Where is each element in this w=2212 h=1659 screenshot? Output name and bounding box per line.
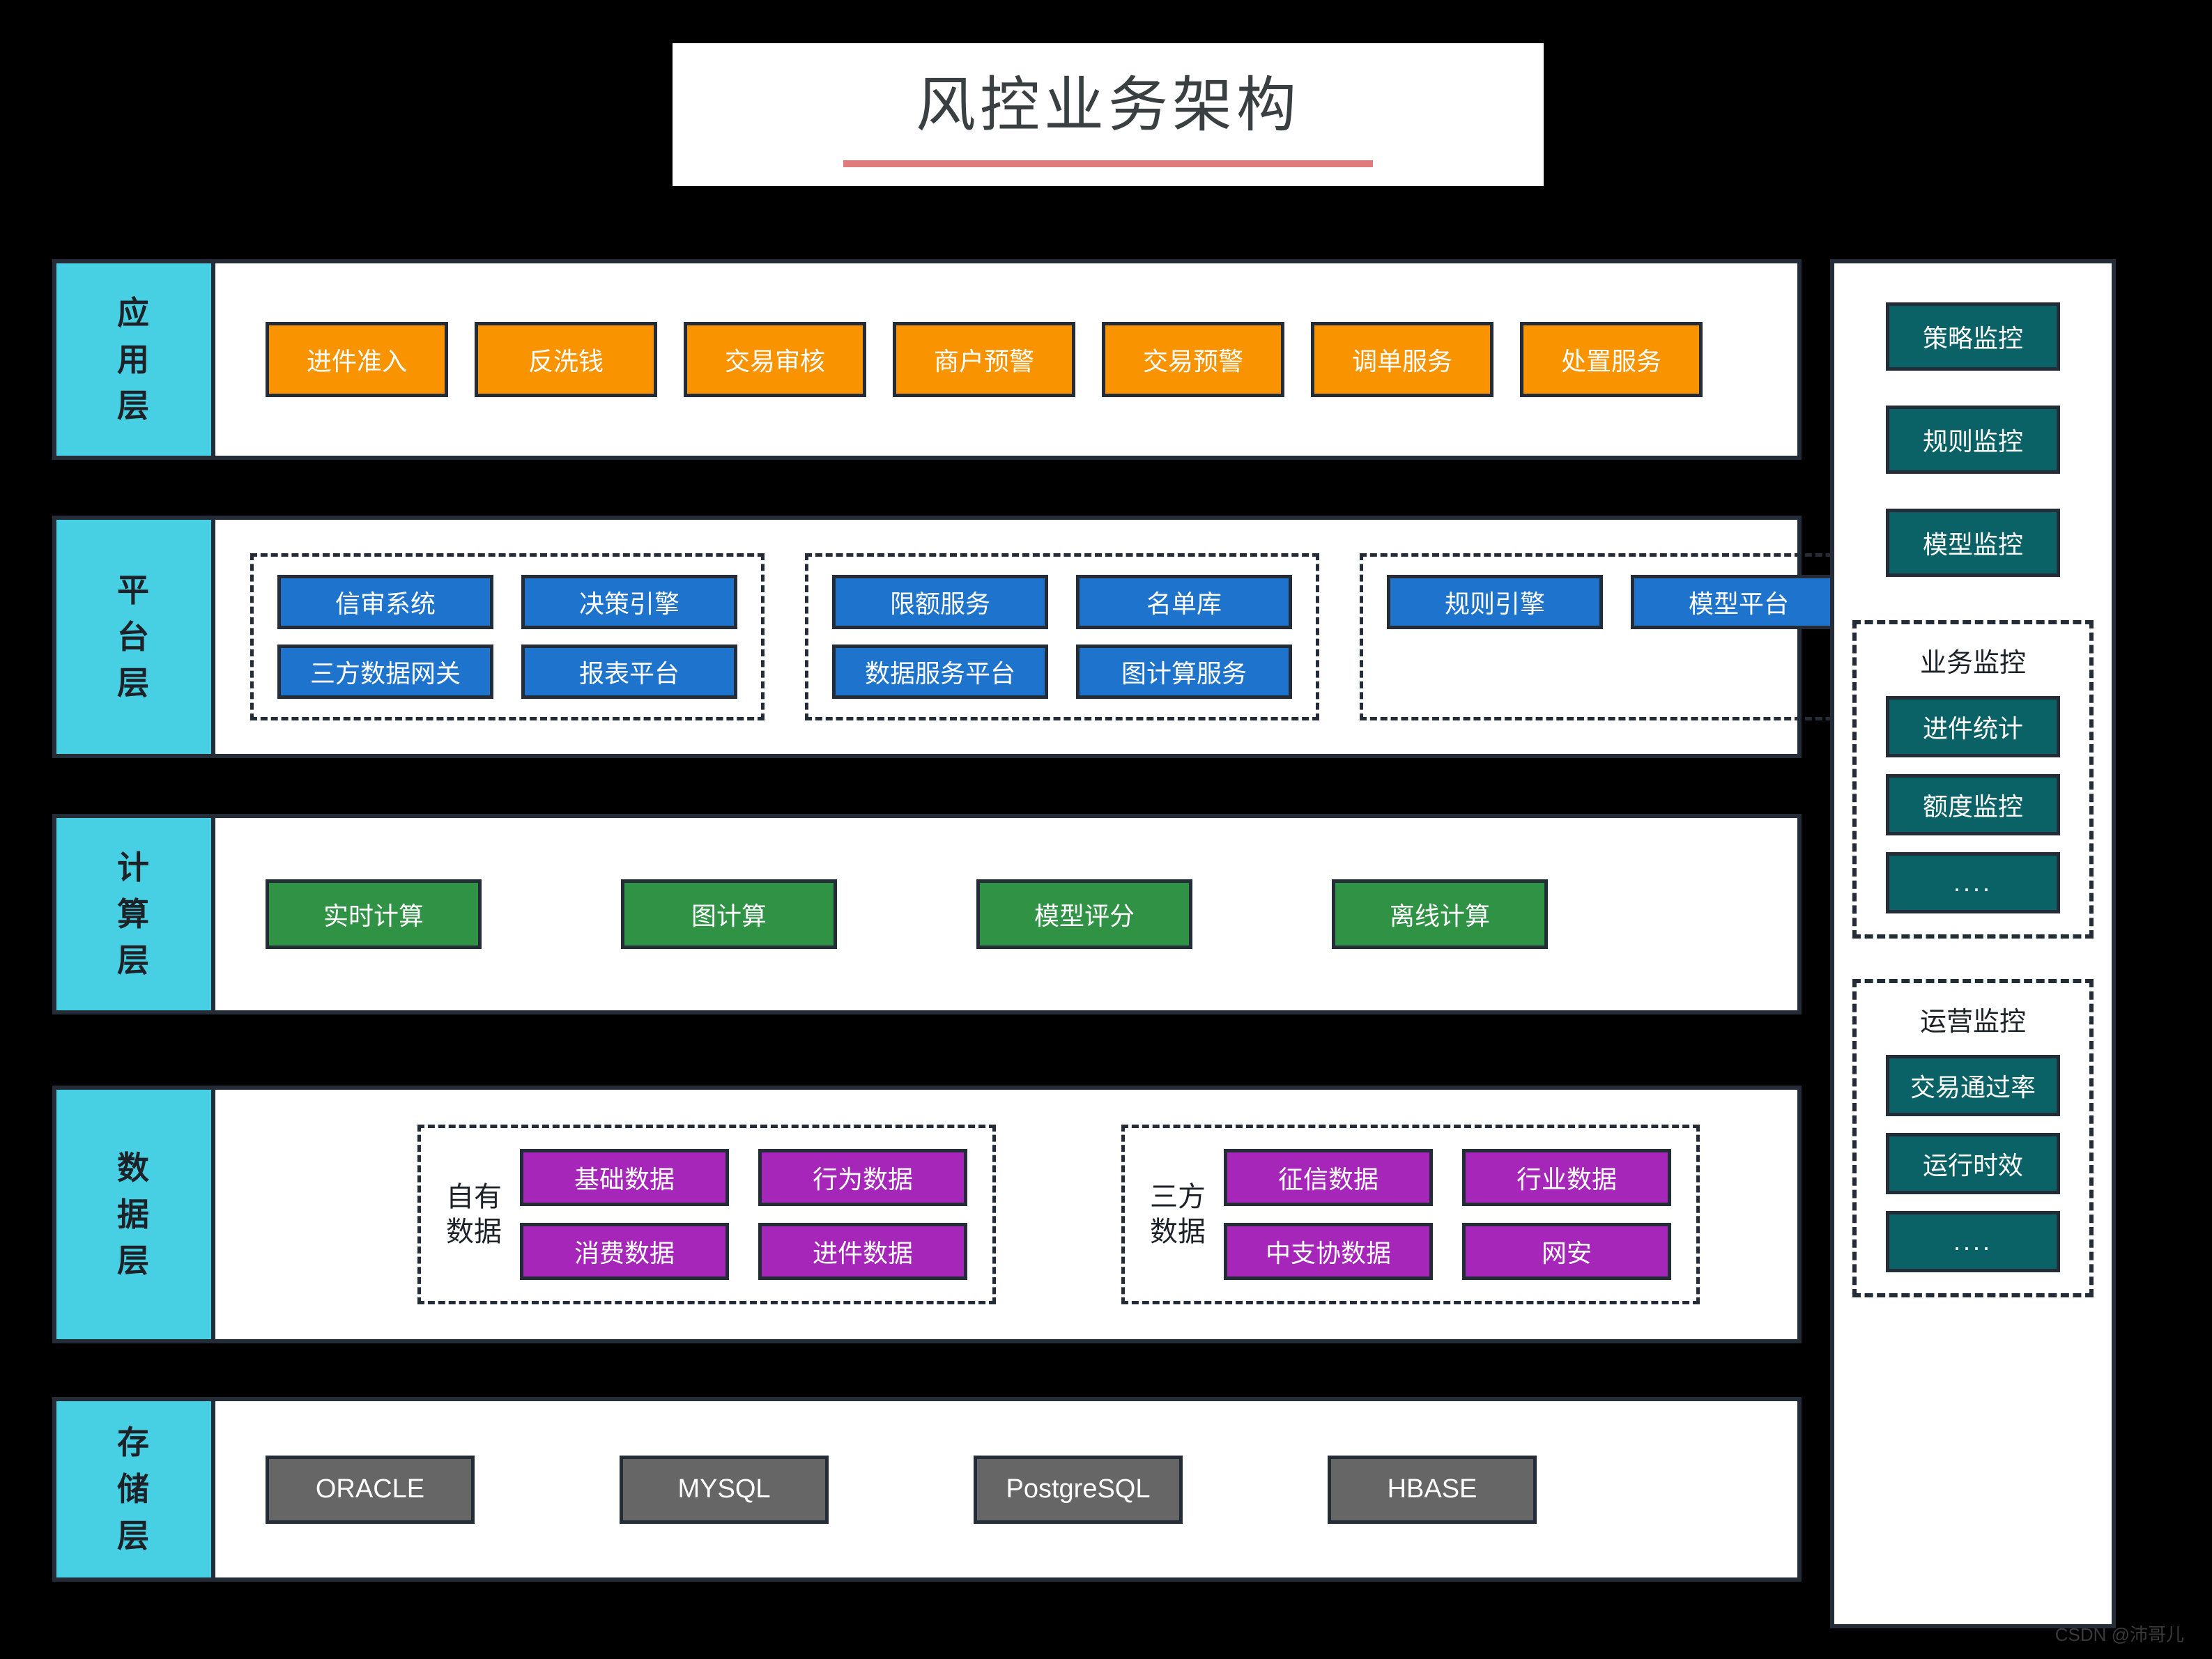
data-group-thirdparty-label-line1: 三方: [1150, 1182, 1206, 1212]
application-node-list: 进件准入 反洗钱 交易审核 商户预警 交易预警 调单服务 处置服务: [215, 322, 1703, 397]
monitoring-group-operations: 运营监控 交易通过率 运行时效 ....: [1852, 979, 2094, 1297]
app-node-fanxiqian[interactable]: 反洗钱: [475, 322, 657, 397]
data-group-own-label-line1: 自有: [446, 1182, 502, 1212]
app-node-jinjian-zhunru[interactable]: 进件准入: [266, 322, 448, 397]
calc-node-tu-jisuan[interactable]: 图计算: [621, 879, 837, 949]
data-group-thirdparty: 三方 数据 征信数据 行业数据 中支协数据 网安: [1121, 1125, 1700, 1304]
app-node-shanghu-yujing[interactable]: 商户预警: [893, 322, 1075, 397]
storage-node-list: ORACLE MYSQL PostgreSQL HBASE: [215, 1455, 1537, 1524]
layer-body-application: 进件准入 反洗钱 交易审核 商户预警 交易预警 调单服务 处置服务: [215, 263, 1797, 456]
data-group-own-grid: 基础数据 行为数据 消费数据 进件数据: [520, 1149, 967, 1280]
app-node-diaodan-fuwu[interactable]: 调单服务: [1311, 322, 1493, 397]
layer-label-text: 计 算 层: [117, 849, 151, 979]
platform-group-1: 信审系统 决策引擎 三方数据网关 报表平台: [250, 553, 765, 720]
monitor-node-operations-more[interactable]: ....: [1886, 1211, 2060, 1272]
monitor-node-jiaoyi-tongguolv[interactable]: 交易通过率: [1886, 1055, 2060, 1116]
layer-label-text: 数 据 层: [117, 1149, 151, 1279]
calc-node-moxing-pingfen[interactable]: 模型评分: [976, 879, 1192, 949]
app-node-chuzhi-fuwu[interactable]: 处置服务: [1520, 322, 1703, 397]
layer-row-compute: 计 算 层 实时计算 图计算 模型评分 离线计算: [52, 814, 1802, 1014]
plat-node-xiane-fuwu[interactable]: 限额服务: [832, 575, 1048, 629]
data-node-jinjian-shuju[interactable]: 进件数据: [758, 1223, 967, 1280]
data-node-xingwei-shuju[interactable]: 行为数据: [758, 1149, 967, 1206]
plat-node-guize-yinqing[interactable]: 规则引擎: [1387, 575, 1603, 629]
layer-label-data: 数 据 层: [56, 1090, 215, 1339]
layer-label-application: 应 用 层: [56, 263, 215, 456]
title-underline-rule: [843, 160, 1373, 167]
plat-node-shuju-fuwu-pingtai[interactable]: 数据服务平台: [832, 645, 1048, 699]
layer-label-text: 存 储 层: [117, 1424, 151, 1554]
layer-body-data: 自有 数据 基础数据 行为数据 消费数据 进件数据 三方 数据 征信数据 行业数…: [215, 1090, 1797, 1339]
layer-label-platform: 平 台 层: [56, 520, 215, 754]
plat-node-sanfang-shuju-wangguan[interactable]: 三方数据网关: [277, 645, 493, 699]
data-group-own-label: 自有 数据: [446, 1180, 502, 1249]
monitor-node-moxing-jiankong[interactable]: 模型监控: [1886, 509, 2060, 577]
data-node-xiaofei-shuju[interactable]: 消费数据: [520, 1223, 729, 1280]
store-node-hbase[interactable]: HBASE: [1328, 1455, 1537, 1524]
calc-node-lixian-jisuan[interactable]: 离线计算: [1332, 879, 1548, 949]
layer-row-data: 数 据 层 自有 数据 基础数据 行为数据 消费数据 进件数据 三方 数据: [52, 1086, 1802, 1343]
plat-node-moxing-pingtai[interactable]: 模型平台: [1631, 575, 1847, 629]
layer-row-platform: 平 台 层 信审系统 决策引擎 三方数据网关 报表平台 限额服务 名单库 数据服…: [52, 516, 1874, 758]
plat-node-xinshen-xitong[interactable]: 信审系统: [277, 575, 493, 629]
layer-body-compute: 实时计算 图计算 模型评分 离线计算: [215, 818, 1797, 1010]
store-node-mysql[interactable]: MYSQL: [620, 1455, 829, 1524]
watermark: CSDN @沛哥儿: [2054, 1624, 2184, 1645]
data-group-list: 自有 数据 基础数据 行为数据 消费数据 进件数据 三方 数据 征信数据 行业数…: [215, 1125, 1700, 1304]
store-node-postgresql[interactable]: PostgreSQL: [974, 1455, 1183, 1524]
platform-group-3-grid: 规则引擎 模型平台: [1387, 575, 1847, 699]
plat-node-mingdanku[interactable]: 名单库: [1076, 575, 1292, 629]
monitor-node-jinjian-tongji[interactable]: 进件统计: [1886, 696, 2060, 757]
app-node-jiaoyi-yujing[interactable]: 交易预警: [1102, 322, 1284, 397]
monitoring-top-list: 策略监控 规则监控 模型监控: [1886, 302, 2060, 577]
platform-group-1-grid: 信审系统 决策引擎 三方数据网关 报表平台: [277, 575, 737, 699]
data-node-zhongzhixie-shuju[interactable]: 中支协数据: [1224, 1223, 1433, 1280]
monitor-node-yunxing-shixiao[interactable]: 运行时效: [1886, 1133, 2060, 1194]
data-group-thirdparty-grid: 征信数据 行业数据 中支协数据 网安: [1224, 1149, 1671, 1280]
platform-group-3: 规则引擎 模型平台: [1360, 553, 1874, 720]
plat-node-baobiao-pingtai[interactable]: 报表平台: [521, 645, 737, 699]
title-card: 风控业务架构: [673, 43, 1544, 186]
layer-body-storage: ORACLE MYSQL PostgreSQL HBASE: [215, 1401, 1797, 1577]
data-group-thirdparty-label-line2: 数据: [1150, 1217, 1206, 1247]
layer-label-text: 应 用 层: [117, 294, 151, 424]
data-node-hangye-shuju[interactable]: 行业数据: [1462, 1149, 1671, 1206]
plat-node-tujisuan-fuwu[interactable]: 图计算服务: [1076, 645, 1292, 699]
store-node-oracle[interactable]: ORACLE: [266, 1455, 475, 1524]
data-node-wangan[interactable]: 网安: [1462, 1223, 1671, 1280]
page-title: 风控业务架构: [916, 71, 1300, 139]
monitor-node-celve-jiankong[interactable]: 策略监控: [1886, 302, 2060, 371]
monitoring-group-operations-title: 运营监控: [1919, 1008, 2026, 1037]
data-group-own: 自有 数据 基础数据 行为数据 消费数据 进件数据: [417, 1125, 996, 1304]
layer-body-platform: 信审系统 决策引擎 三方数据网关 报表平台 限额服务 名单库 数据服务平台 图计…: [215, 520, 1874, 754]
monitor-node-guize-jiankong[interactable]: 规则监控: [1886, 406, 2060, 474]
platform-group-2: 限额服务 名单库 数据服务平台 图计算服务: [805, 553, 1319, 720]
plat-node-juece-yinqing[interactable]: 决策引擎: [521, 575, 737, 629]
data-group-thirdparty-label: 三方 数据: [1150, 1180, 1206, 1249]
data-node-zhengxin-shuju[interactable]: 征信数据: [1224, 1149, 1433, 1206]
app-node-jiaoyi-shenhe[interactable]: 交易审核: [684, 322, 866, 397]
platform-group-3-spacer: [1387, 645, 1603, 699]
monitor-node-business-more[interactable]: ....: [1886, 852, 2060, 913]
layer-row-application: 应 用 层 进件准入 反洗钱 交易审核 商户预警 交易预警 调单服务 处置服务: [52, 259, 1802, 460]
monitoring-panel: 策略监控 规则监控 模型监控 业务监控 进件统计 额度监控 .... 运营监控 …: [1830, 259, 2116, 1628]
calc-node-shishi-jisuan[interactable]: 实时计算: [266, 879, 482, 949]
data-group-own-label-line2: 数据: [446, 1217, 502, 1247]
layer-row-storage: 存 储 层 ORACLE MYSQL PostgreSQL HBASE: [52, 1397, 1802, 1582]
layer-label-compute: 计 算 层: [56, 818, 215, 1010]
platform-group-3-spacer: [1631, 645, 1847, 699]
monitoring-group-business: 业务监控 进件统计 额度监控 ....: [1852, 620, 2094, 939]
data-node-jichu-shuju[interactable]: 基础数据: [520, 1149, 729, 1206]
platform-group-2-grid: 限额服务 名单库 数据服务平台 图计算服务: [832, 575, 1292, 699]
compute-node-list: 实时计算 图计算 模型评分 离线计算: [215, 879, 1548, 949]
monitoring-group-business-title: 业务监控: [1919, 649, 2026, 678]
monitor-node-edu-jiankong[interactable]: 额度监控: [1886, 774, 2060, 835]
layer-label-text: 平 台 层: [117, 571, 151, 702]
platform-group-list: 信审系统 决策引擎 三方数据网关 报表平台 限额服务 名单库 数据服务平台 图计…: [215, 553, 1874, 720]
layer-label-storage: 存 储 层: [56, 1401, 215, 1577]
